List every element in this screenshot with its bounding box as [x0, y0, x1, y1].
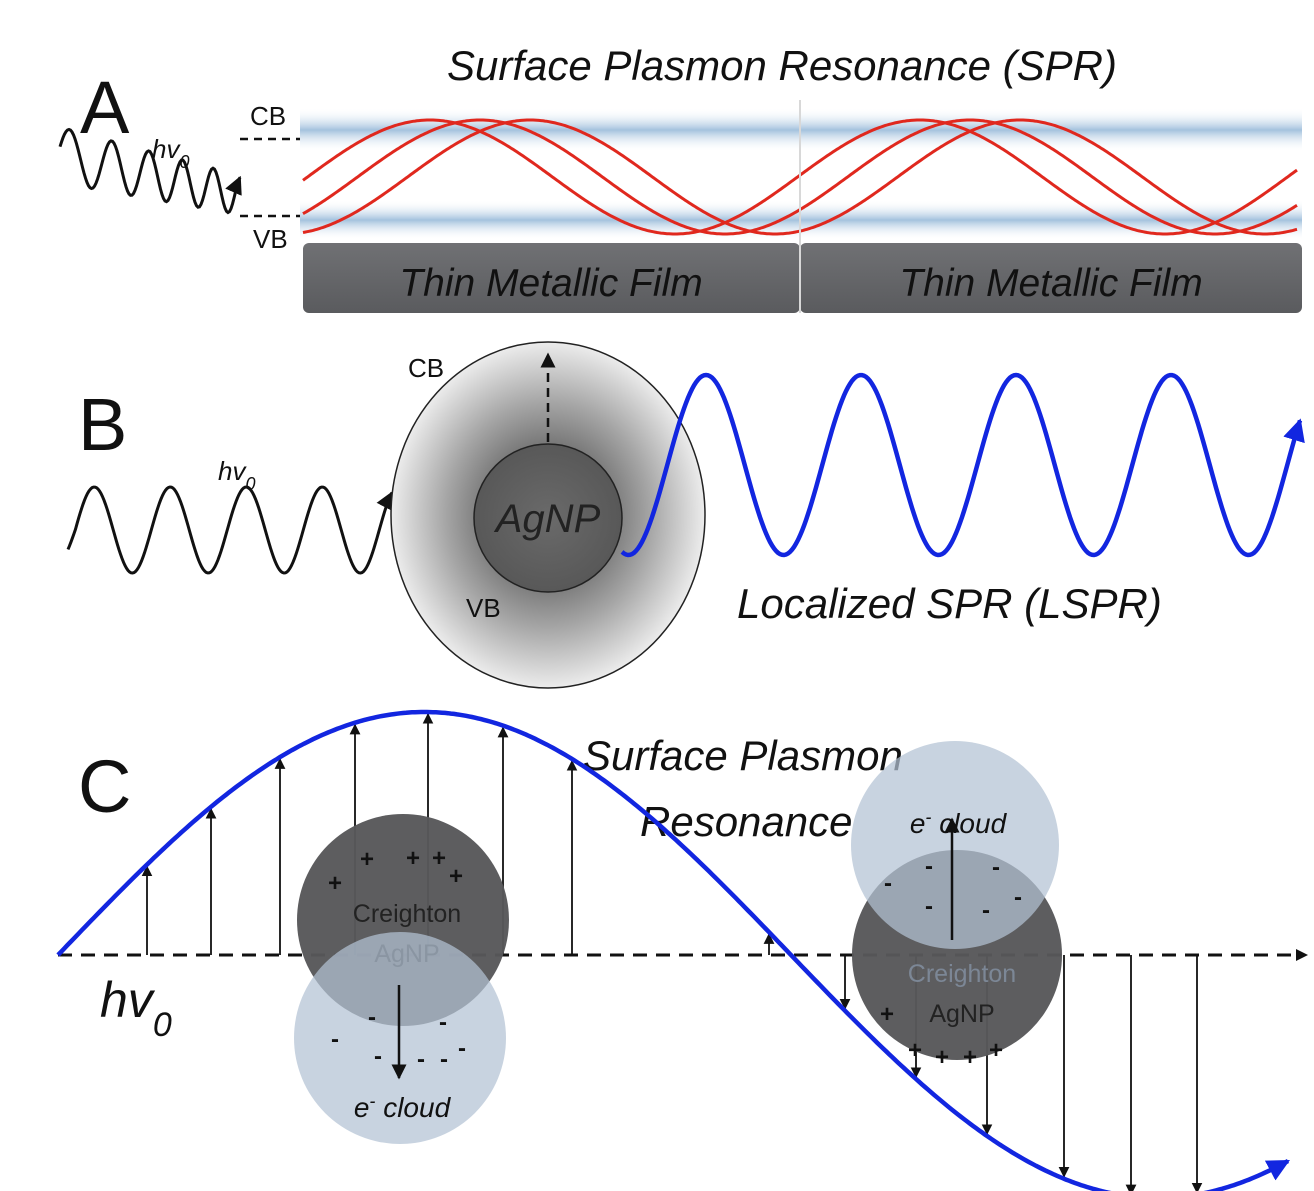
lspr-label: Localized SPR (LSPR)	[737, 580, 1162, 627]
panel-b: B hv0 CB VB AgNP Localized SPR (LSPR)	[66, 341, 1305, 689]
charge-left-plus-1: +	[360, 846, 374, 873]
electron-cloud-left-label: e- cloud	[354, 1091, 452, 1123]
nanoparticle-left-line1: Creighton	[353, 900, 461, 928]
panel-a-incident-wave	[58, 127, 242, 215]
charge-right-minus-4: -	[1014, 884, 1022, 911]
propagation-axis-arrowhead	[1296, 949, 1308, 961]
charge-right-minus-3: -	[884, 870, 892, 897]
panel-b-incident-wave	[66, 485, 394, 575]
lspr-wave	[620, 372, 1305, 558]
panel-c: C Surface Plasmon Resonance hv0 Creighto…	[56, 709, 1308, 1191]
electron-cloud-right-label: e- cloud	[910, 807, 1008, 839]
panel-a-letter: A	[80, 66, 130, 149]
panel-a: A Surface Plasmon Resonance (SPR) CB VB …	[58, 42, 1302, 313]
charge-right-minus-2: -	[992, 854, 1000, 881]
panel-b-letter: B	[78, 383, 127, 466]
panel-a-title: Surface Plasmon Resonance (SPR)	[447, 42, 1117, 89]
panel-a-hv-label: hv0	[152, 134, 189, 172]
agnp-label: AgNP	[494, 497, 601, 541]
panel-a-vb-label: VB	[253, 224, 288, 254]
charge-right-minus-6: -	[982, 897, 990, 924]
panel-c-hv-label: hv0	[100, 972, 172, 1044]
charge-right-minus-1: -	[925, 853, 933, 880]
charge-left-minus-2: -	[439, 1009, 447, 1036]
charge-left-minus-6: -	[440, 1046, 448, 1073]
charge-left-minus-1: -	[368, 1004, 376, 1031]
charge-left-minus-7: -	[458, 1035, 466, 1062]
charge-left-minus-4: -	[374, 1043, 382, 1070]
charge-right-plus-4: +	[963, 1044, 977, 1071]
charge-right-plus-5: +	[989, 1037, 1003, 1064]
charge-left-plus-4: +	[328, 870, 342, 897]
charge-right-plus-3: +	[935, 1044, 949, 1071]
electron-cloud-right	[851, 741, 1059, 949]
panel-c-letter: C	[78, 745, 131, 828]
panel-c-title-line1: Surface Plasmon	[583, 732, 903, 779]
film-label-left: Thin Metallic Film	[399, 262, 702, 305]
plasmon-field-wave	[56, 709, 1290, 1191]
nanoparticle-right-line1: Creighton	[908, 960, 1016, 988]
charge-right-minus-5: -	[925, 893, 933, 920]
agnp-core	[473, 443, 623, 593]
nanoparticle-right-line2: AgNP	[929, 1000, 994, 1028]
charge-left-plus-3: +	[432, 845, 446, 872]
thin-film-right	[800, 243, 1302, 313]
charge-right-plus-1: +	[880, 1001, 894, 1028]
panel-b-hv-label: hv0	[218, 456, 255, 494]
panel-a-cb-label: CB	[250, 101, 286, 131]
charge-right-plus-2: +	[908, 1037, 922, 1064]
charge-left-plus-2: +	[406, 845, 420, 872]
thin-film-left	[303, 243, 800, 313]
panel-b-cb-label: CB	[408, 353, 444, 383]
charge-left-minus-5: -	[417, 1046, 425, 1073]
panel-b-vb-label: VB	[466, 593, 501, 623]
film-label-right: Thin Metallic Film	[899, 262, 1202, 305]
charge-left-minus-3: -	[331, 1026, 339, 1053]
charge-left-plus-5: +	[449, 863, 463, 890]
